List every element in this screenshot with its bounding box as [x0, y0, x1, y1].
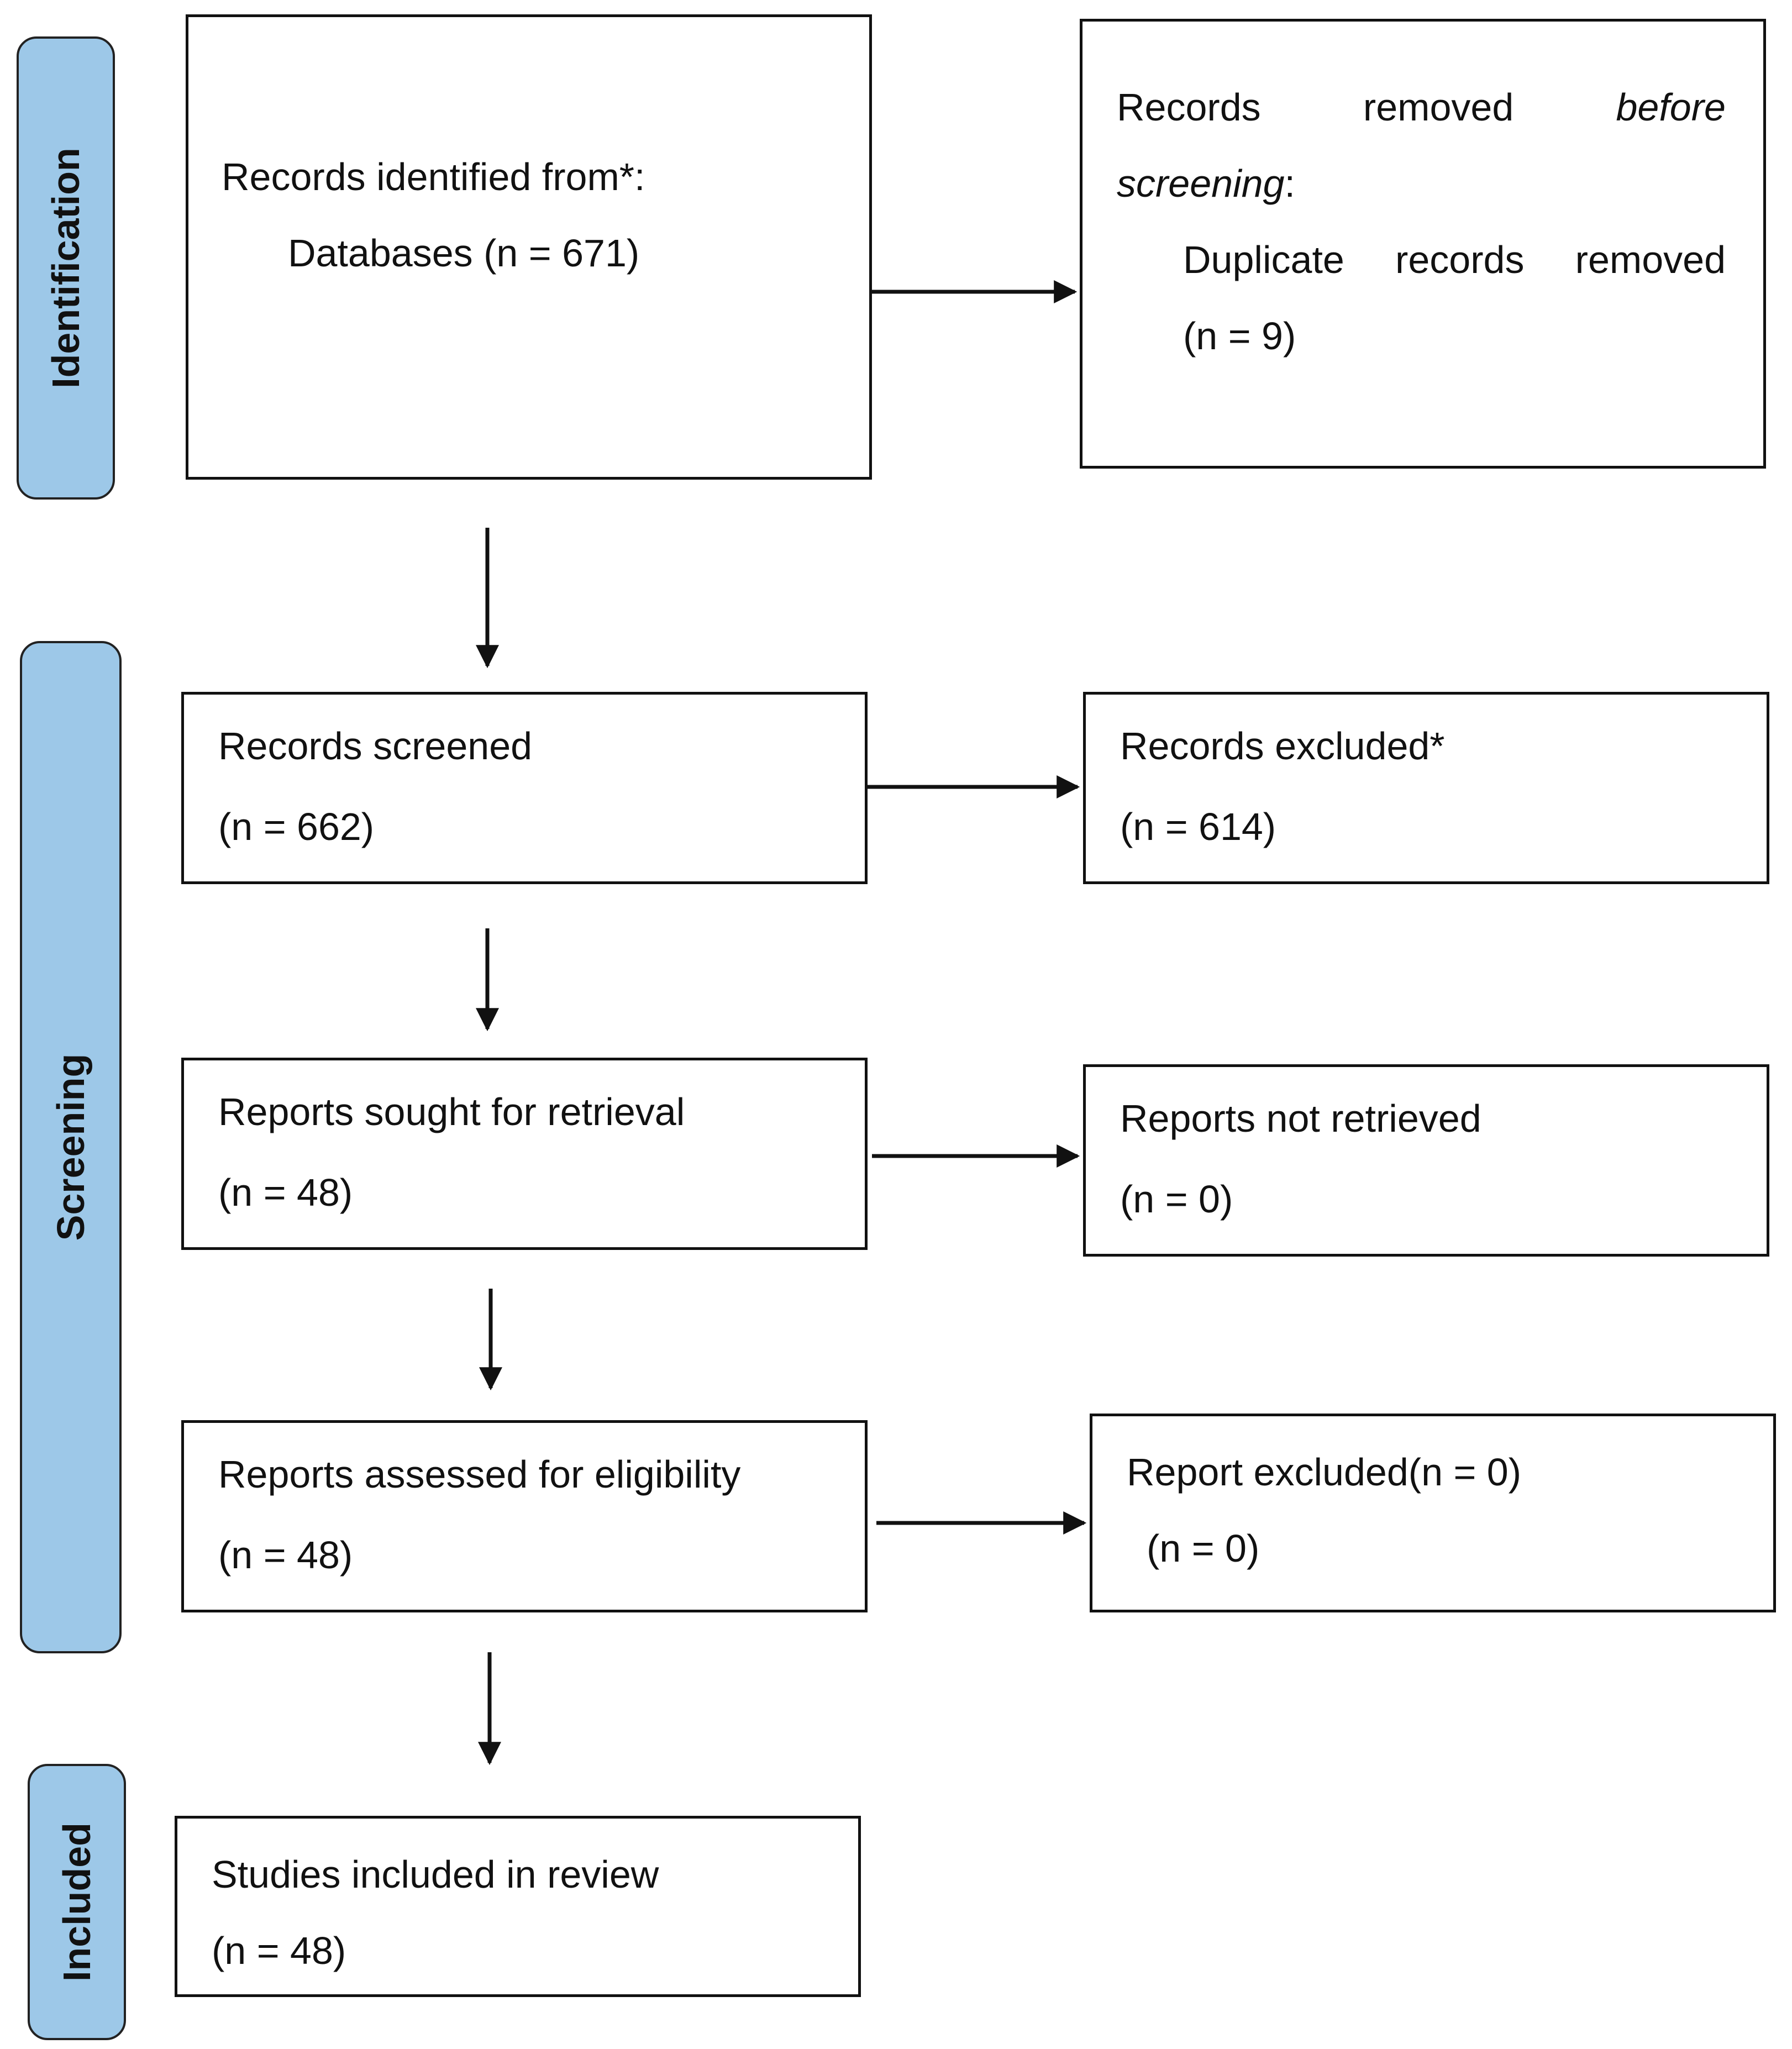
- records-removed-word1: Records: [1117, 86, 1261, 129]
- reports-assessed-label: Reports assessed for eligibility: [218, 1453, 741, 1496]
- removed-word: removed: [1575, 238, 1726, 281]
- records-excluded-label: Records excluded*: [1120, 724, 1445, 768]
- box-records-identified: Records identified from*: Databases (n =…: [186, 14, 872, 480]
- records-identified-databases: Databases (n = 671): [288, 232, 640, 275]
- records-removed-row3: Duplicate records removed: [1183, 240, 1726, 279]
- records-removed-row1: Records removed before: [1117, 88, 1726, 127]
- reports-not-retrieved-label: Reports not retrieved: [1120, 1097, 1481, 1140]
- box-reports-sought: Reports sought for retrieval (n = 48): [181, 1058, 868, 1250]
- studies-included-label: Studies included in review: [212, 1853, 659, 1896]
- records-screened-label: Records screened: [218, 724, 533, 768]
- records-excluded-count: (n = 614): [1120, 805, 1276, 848]
- box-reports-not-retrieved: Reports not retrieved (n = 0): [1083, 1064, 1769, 1257]
- records-identified-heading: Records identified from*:: [222, 155, 645, 198]
- reports-sought-label: Reports sought for retrieval: [218, 1090, 685, 1133]
- records-removed-word3: before: [1616, 86, 1726, 129]
- duplicate-word: Duplicate: [1183, 238, 1344, 281]
- phase-identification: Identification: [17, 36, 115, 500]
- records-removed-row2: screening:: [1117, 164, 1295, 203]
- report-excluded-label: Report excluded(n = 0): [1127, 1451, 1522, 1494]
- box-reports-assessed: Reports assessed for eligibility (n = 48…: [181, 1420, 868, 1612]
- records-removed-colon: :: [1284, 162, 1295, 205]
- records-word: records: [1395, 238, 1525, 281]
- records-screened-count: (n = 662): [218, 805, 375, 848]
- records-removed-screening-word: screening: [1117, 162, 1285, 205]
- phase-included: Included: [28, 1764, 126, 2040]
- box-studies-included: Studies included in review (n = 48): [175, 1816, 861, 1997]
- box-records-screened: Records screened (n = 662): [181, 692, 868, 884]
- reports-assessed-count: (n = 48): [218, 1533, 353, 1577]
- report-excluded-count: (n = 0): [1147, 1527, 1260, 1570]
- box-report-excluded: Report excluded(n = 0) (n = 0): [1090, 1414, 1776, 1612]
- reports-not-retrieved-count: (n = 0): [1120, 1178, 1233, 1221]
- studies-included-count: (n = 48): [212, 1929, 346, 1972]
- records-removed-word2: removed: [1363, 86, 1514, 129]
- records-removed-count: (n = 9): [1183, 314, 1296, 358]
- box-records-removed: Records removed before screening: Duplic…: [1080, 19, 1766, 469]
- reports-sought-count: (n = 48): [218, 1171, 353, 1214]
- phase-screening: Screening: [20, 641, 122, 1653]
- box-records-excluded: Records excluded* (n = 614): [1083, 692, 1769, 884]
